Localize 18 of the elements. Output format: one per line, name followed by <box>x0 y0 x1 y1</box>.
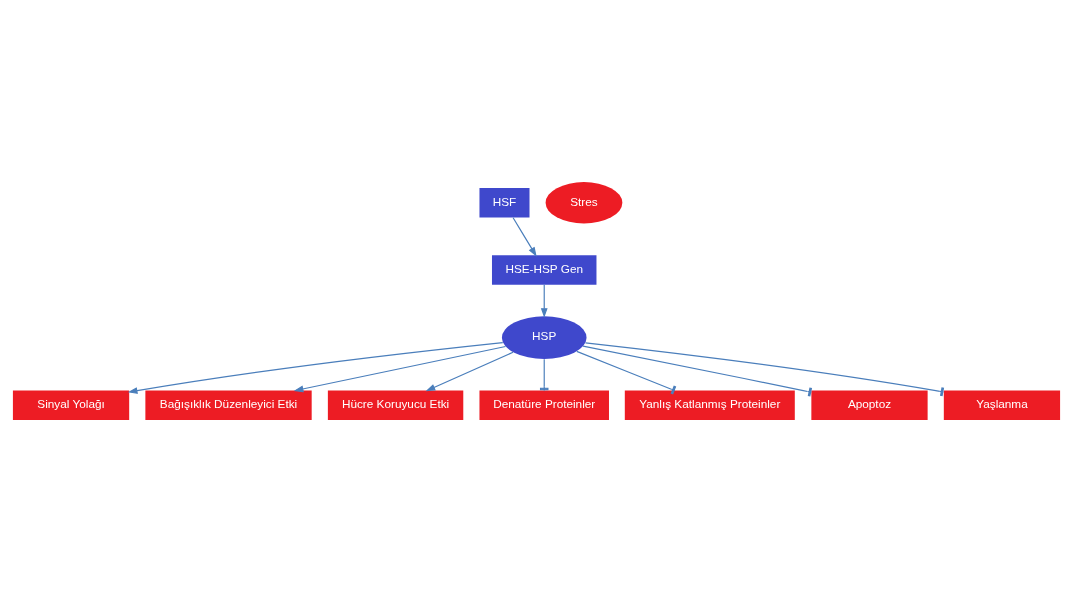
arrow <box>540 283 548 318</box>
node-box: Apoptoz <box>811 390 928 420</box>
connector <box>584 341 945 396</box>
arrow <box>425 351 514 391</box>
node-box: Sinyal Yolağı <box>12 390 130 420</box>
node-box: HSE-HSP Gen <box>492 254 597 285</box>
node-box: Hücre Koruyucu Etki <box>327 390 464 420</box>
arrow <box>512 216 537 257</box>
node-box: Bağışıklık Düzenleyici Etki <box>145 390 312 420</box>
arrow <box>293 345 507 392</box>
node-box: Yaşlanma <box>943 390 1061 420</box>
node-ellipse: HSP <box>501 315 587 359</box>
connector <box>582 345 813 396</box>
node-box: HSF <box>479 187 530 217</box>
node-ellipse: Stres <box>545 181 623 223</box>
arrow <box>127 341 504 394</box>
connector <box>576 350 677 394</box>
node-box: Denatüre Proteinler <box>479 390 609 420</box>
